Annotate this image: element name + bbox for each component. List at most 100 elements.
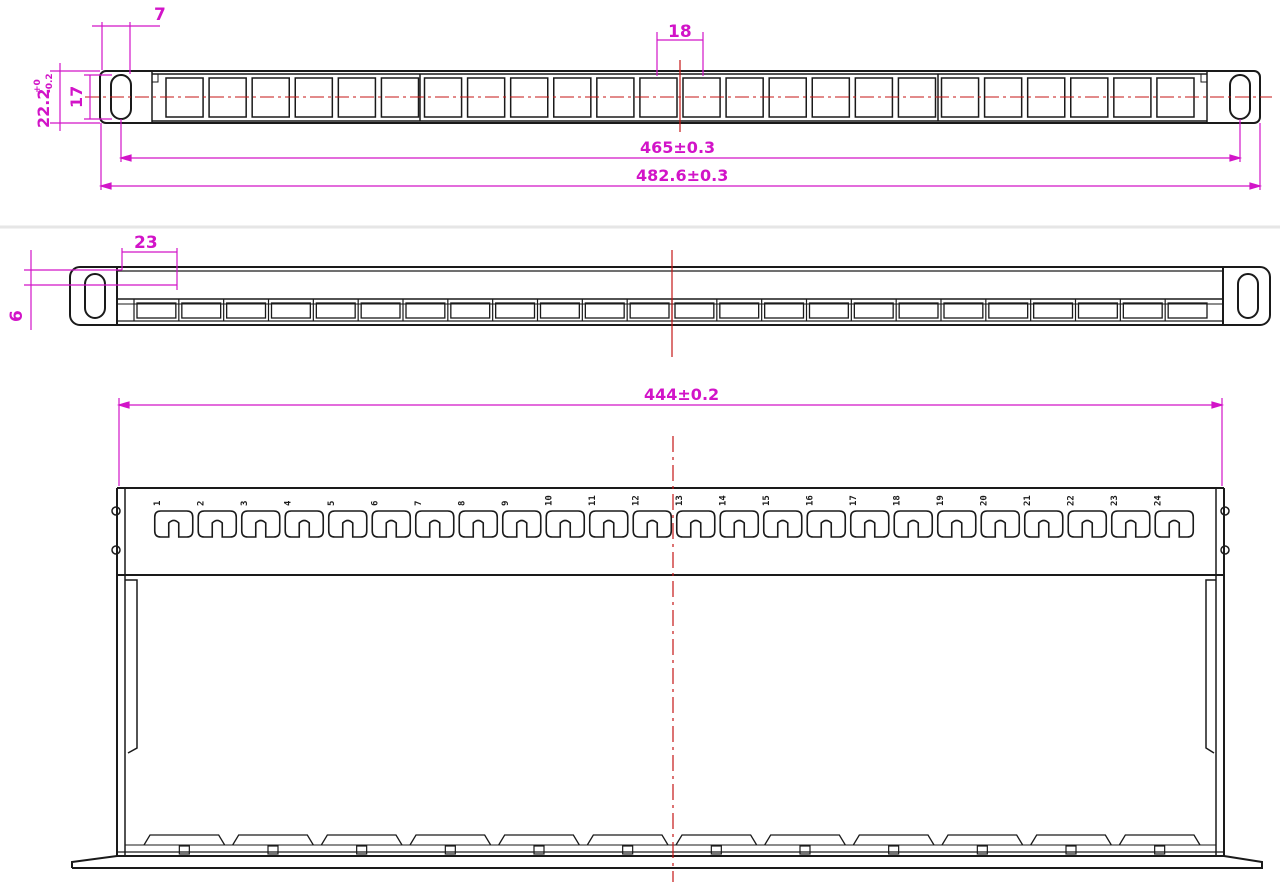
- cable-hook-cutout: [545, 510, 586, 538]
- right-flange-notch: [1200, 73, 1208, 83]
- port-number-label: 10: [544, 495, 554, 506]
- rear-view-dimension-labels: 23 6: [7, 233, 158, 322]
- rear-port-cell: [674, 302, 715, 319]
- cable-hook-cutout: [197, 510, 238, 538]
- rear-view-panel: [69, 250, 1271, 357]
- rear-port-cell: [270, 302, 311, 319]
- cable-hook-cutout: [458, 510, 499, 538]
- support-tab: [498, 834, 580, 846]
- support-tab-clip: [710, 845, 722, 855]
- rear-port-cell: [136, 302, 177, 319]
- dim-flange-width-label: 7: [154, 5, 166, 25]
- port-number-label: 8: [457, 501, 467, 506]
- support-tab: [1118, 834, 1201, 846]
- support-tab: [852, 834, 935, 846]
- rear-port-cell: [808, 302, 849, 319]
- port-number-label: 20: [979, 495, 989, 506]
- rear-port-cell: [719, 302, 760, 319]
- cable-hook-cutout: [675, 510, 716, 538]
- plan-bottom-rail: [71, 855, 1263, 869]
- cable-hook-cutout: [936, 510, 977, 538]
- support-tab-clip: [533, 845, 545, 855]
- rear-port-cell: [226, 302, 267, 319]
- rear-port-cell: [495, 302, 536, 319]
- port-number-label: 19: [936, 495, 946, 506]
- rear-port-cell: [315, 302, 356, 319]
- support-tab-clip: [444, 845, 456, 855]
- rear-port-cell: [898, 302, 939, 319]
- dim-height-tol-lower: -0.2: [45, 73, 55, 93]
- port-number-label: 5: [327, 501, 337, 506]
- rear-port-cell: [181, 302, 222, 319]
- front-view-dimensions: [50, 22, 1263, 190]
- rear-port-cell: [943, 302, 984, 319]
- cable-hook-cutout: [414, 510, 455, 538]
- rear-port-cell: [1033, 302, 1074, 319]
- port-number-label: 17: [849, 495, 859, 506]
- port-number-label: 15: [762, 495, 772, 506]
- support-tab-clip: [356, 845, 368, 855]
- port-number-label: 24: [1153, 495, 1163, 506]
- cable-hook-cutout: [240, 510, 281, 538]
- port-number-label: 14: [718, 495, 728, 506]
- cable-management-hooks: [153, 510, 1195, 538]
- dim-482-arrow-right: [1249, 182, 1263, 190]
- plan-view-dimensions: [116, 398, 1225, 486]
- rear-port-cell: [1122, 302, 1163, 319]
- rear-left-mounting-slot: [84, 273, 106, 319]
- support-tab-clip: [1154, 845, 1166, 855]
- rear-port-cell: [450, 302, 491, 319]
- dim-444-arrow-left: [116, 401, 130, 409]
- rear-port-cell: [764, 302, 805, 319]
- port-number-label: 22: [1066, 495, 1076, 506]
- support-tab-clip: [622, 845, 634, 855]
- port-number-label: 18: [892, 495, 902, 506]
- rear-view-dimensions: [24, 248, 178, 330]
- port-number-label: 16: [805, 495, 815, 506]
- rear-port-cell: [988, 302, 1029, 319]
- cable-hook-cutout: [1023, 510, 1064, 538]
- dim-height-tol-upper: +0: [33, 79, 43, 93]
- cable-hook-cutout: [980, 510, 1021, 538]
- top-port-cutouts: [165, 77, 1195, 118]
- cable-hook-cutout: [501, 510, 542, 538]
- support-tab: [941, 834, 1024, 846]
- dim-444-arrow-right: [1211, 401, 1225, 409]
- support-tab-clip: [976, 845, 988, 855]
- cable-hook-cutout: [893, 510, 934, 538]
- cable-hook-cutout: [719, 510, 760, 538]
- rear-port-cells: [133, 299, 1208, 321]
- dim-slot-height-label: 17: [67, 86, 86, 108]
- plan-right-side-bracket: [1205, 579, 1216, 754]
- support-tab-clip: [799, 845, 811, 855]
- front-view-dimension-labels: 7 18 465±0.3 482.6±0.3 22.2 +0 -0.2 17: [33, 5, 728, 185]
- dim-offset-y-label: 6: [7, 310, 27, 322]
- dim-482-arrow-left: [98, 182, 112, 190]
- port-number-label: 1: [153, 501, 163, 506]
- rear-port-cell: [360, 302, 401, 319]
- dim-offset-x-label: 23: [134, 233, 158, 253]
- support-tab-clip: [1065, 845, 1077, 855]
- dim-465-arrow-left: [118, 154, 132, 162]
- support-tab: [409, 834, 492, 846]
- dim-height-label: 22.2: [34, 89, 53, 128]
- port-number-label: 6: [370, 501, 380, 506]
- dim-port-pitch-label: 18: [668, 22, 692, 42]
- support-tab: [143, 834, 226, 846]
- rear-right-mounting-slot: [1237, 273, 1259, 319]
- rear-panel-body-outline: [69, 266, 1271, 326]
- plan-right-rivet-lower: [1220, 545, 1230, 555]
- port-number-label: 3: [240, 501, 250, 506]
- cable-hook-cutout: [632, 510, 673, 538]
- plan-right-rivet-upper: [1220, 506, 1230, 516]
- left-flange-notch: [151, 73, 159, 83]
- port-number-label: 7: [414, 501, 424, 506]
- rear-port-cell: [539, 302, 580, 319]
- cable-hook-cutout: [588, 510, 629, 538]
- cable-hook-cutout: [371, 510, 412, 538]
- port-number-label: 13: [675, 495, 685, 506]
- cable-hook-cutout: [806, 510, 847, 538]
- cable-hook-cutout: [1110, 510, 1151, 538]
